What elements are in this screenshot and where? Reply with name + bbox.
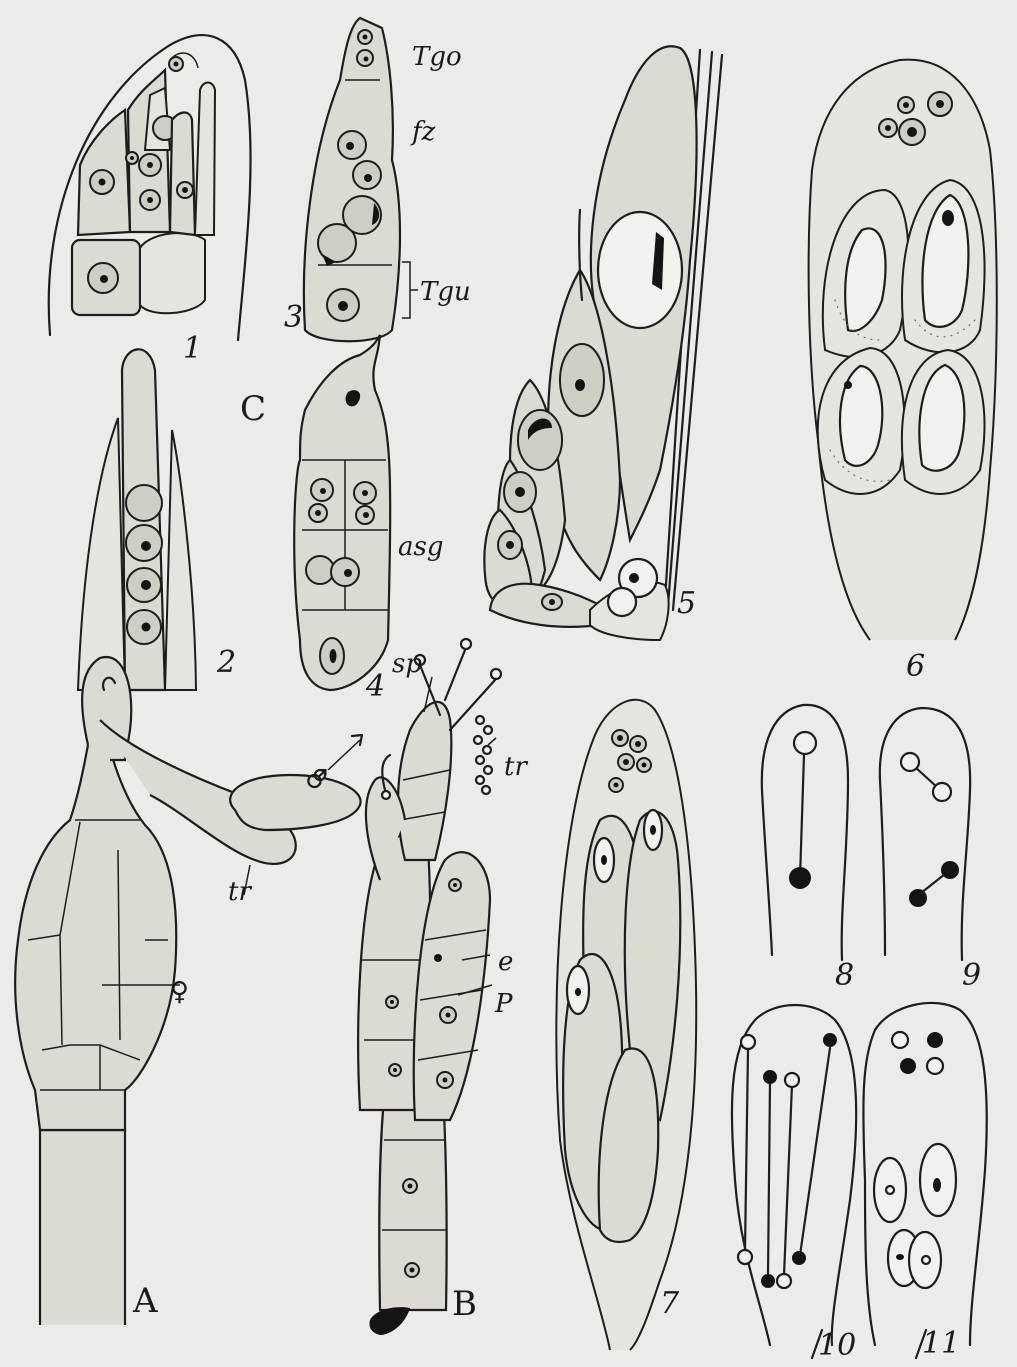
- label-e: e: [498, 947, 513, 977]
- figure-b-ascogenous-hyphae: [358, 639, 501, 1335]
- label-sp: sp: [392, 649, 422, 679]
- label-tgu: Tgu: [420, 277, 471, 307]
- figure-number-3: 3: [284, 300, 303, 335]
- figure-number-7: 7: [660, 1286, 680, 1321]
- figure-number-2: 2: [216, 645, 236, 680]
- figure-number-8: 8: [835, 958, 854, 993]
- figure-number-4: 4: [365, 669, 385, 704]
- figure-c4-ascus: [294, 335, 390, 690]
- label-fz: fz: [410, 117, 436, 147]
- label-tgo: Tgo: [412, 42, 462, 72]
- figure-c1-ascus-group: [49, 35, 251, 340]
- group-label-a: A: [132, 1281, 158, 1321]
- figure-c2-ascus-group: [78, 349, 196, 690]
- figure-number-9: 9: [962, 958, 981, 993]
- label-tr-b: tr: [504, 752, 528, 782]
- group-label-c: C: [240, 389, 266, 429]
- tgu-bracket: [402, 262, 418, 318]
- figure-c7-ascus: [556, 700, 696, 1350]
- figure-number-11: 11: [922, 1326, 960, 1361]
- label-tr-a: tr: [228, 877, 252, 907]
- label-p: P: [494, 989, 513, 1019]
- figure-c10-meiosis-diagram: [732, 1005, 856, 1345]
- figure-number-6: 6: [906, 649, 925, 684]
- label-asg: asg: [398, 532, 444, 562]
- group-label-b: B: [452, 1284, 477, 1324]
- figure-b-trichogyne-beads: [474, 716, 492, 794]
- figure-c3-ascus: [304, 18, 400, 341]
- figure-c11-ascus-diagram: [863, 1003, 986, 1345]
- figure-number-10: 10: [818, 1328, 856, 1363]
- label-male-symbol: ♂: [305, 765, 328, 795]
- figure-number-1: 1: [183, 331, 202, 366]
- figure-c6-ascus-with-spores: [809, 60, 997, 640]
- figure-c8-meiosis-diagram: [762, 705, 848, 960]
- figure-c9-meiosis-diagram: [880, 708, 970, 960]
- figure-c5-ascus-fan: [484, 46, 722, 640]
- label-female-symbol: ♀: [170, 977, 189, 1007]
- figure-number-5: 5: [677, 586, 696, 621]
